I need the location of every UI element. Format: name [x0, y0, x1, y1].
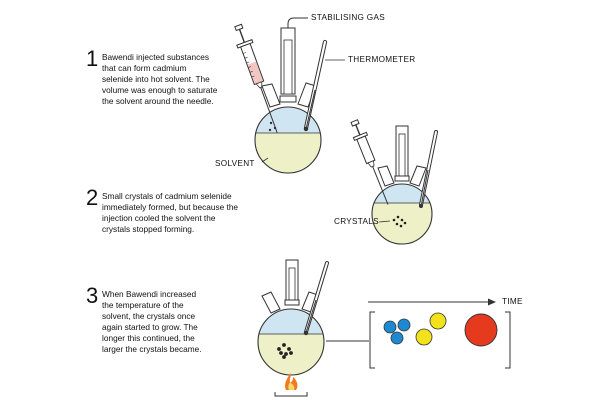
crystals-label: CRYSTALS — [334, 217, 379, 226]
stabilising-gas-label: STABILISING GAS — [311, 13, 385, 22]
flame-icon — [274, 373, 308, 397]
crystal-small-group — [383, 318, 411, 345]
solvent-label: SOLVENT — [215, 159, 255, 168]
flask-1-solvent — [255, 133, 321, 173]
crystals-dots-large — [277, 343, 293, 359]
step-2-text: Small crystals of cadmium selenide immed… — [102, 191, 239, 234]
crystal-medium-group — [415, 312, 447, 346]
step-1-text: Bawendi injected substances that can for… — [102, 52, 218, 106]
crystals-dots — [392, 215, 407, 228]
step-2-number: 2 — [86, 185, 99, 210]
thermometer-label: THERMOMETER — [348, 55, 416, 64]
time-arrow — [368, 298, 496, 306]
thermometer-1 — [303, 39, 328, 132]
flask-2 — [350, 119, 438, 245]
step-3-text: When Bawendi increased the temperature o… — [102, 289, 202, 354]
flask-1-bulb — [254, 106, 322, 174]
crystal-large — [464, 313, 498, 347]
syringe-1 — [234, 23, 278, 133]
time-label: TIME — [502, 297, 523, 306]
step-1-number: 1 — [86, 46, 99, 71]
zoom-bracket — [326, 311, 511, 369]
step-3-number: 3 — [86, 283, 99, 308]
flask-3 — [257, 259, 329, 397]
gas-line — [287, 17, 308, 28]
syringe-2 — [350, 119, 389, 205]
